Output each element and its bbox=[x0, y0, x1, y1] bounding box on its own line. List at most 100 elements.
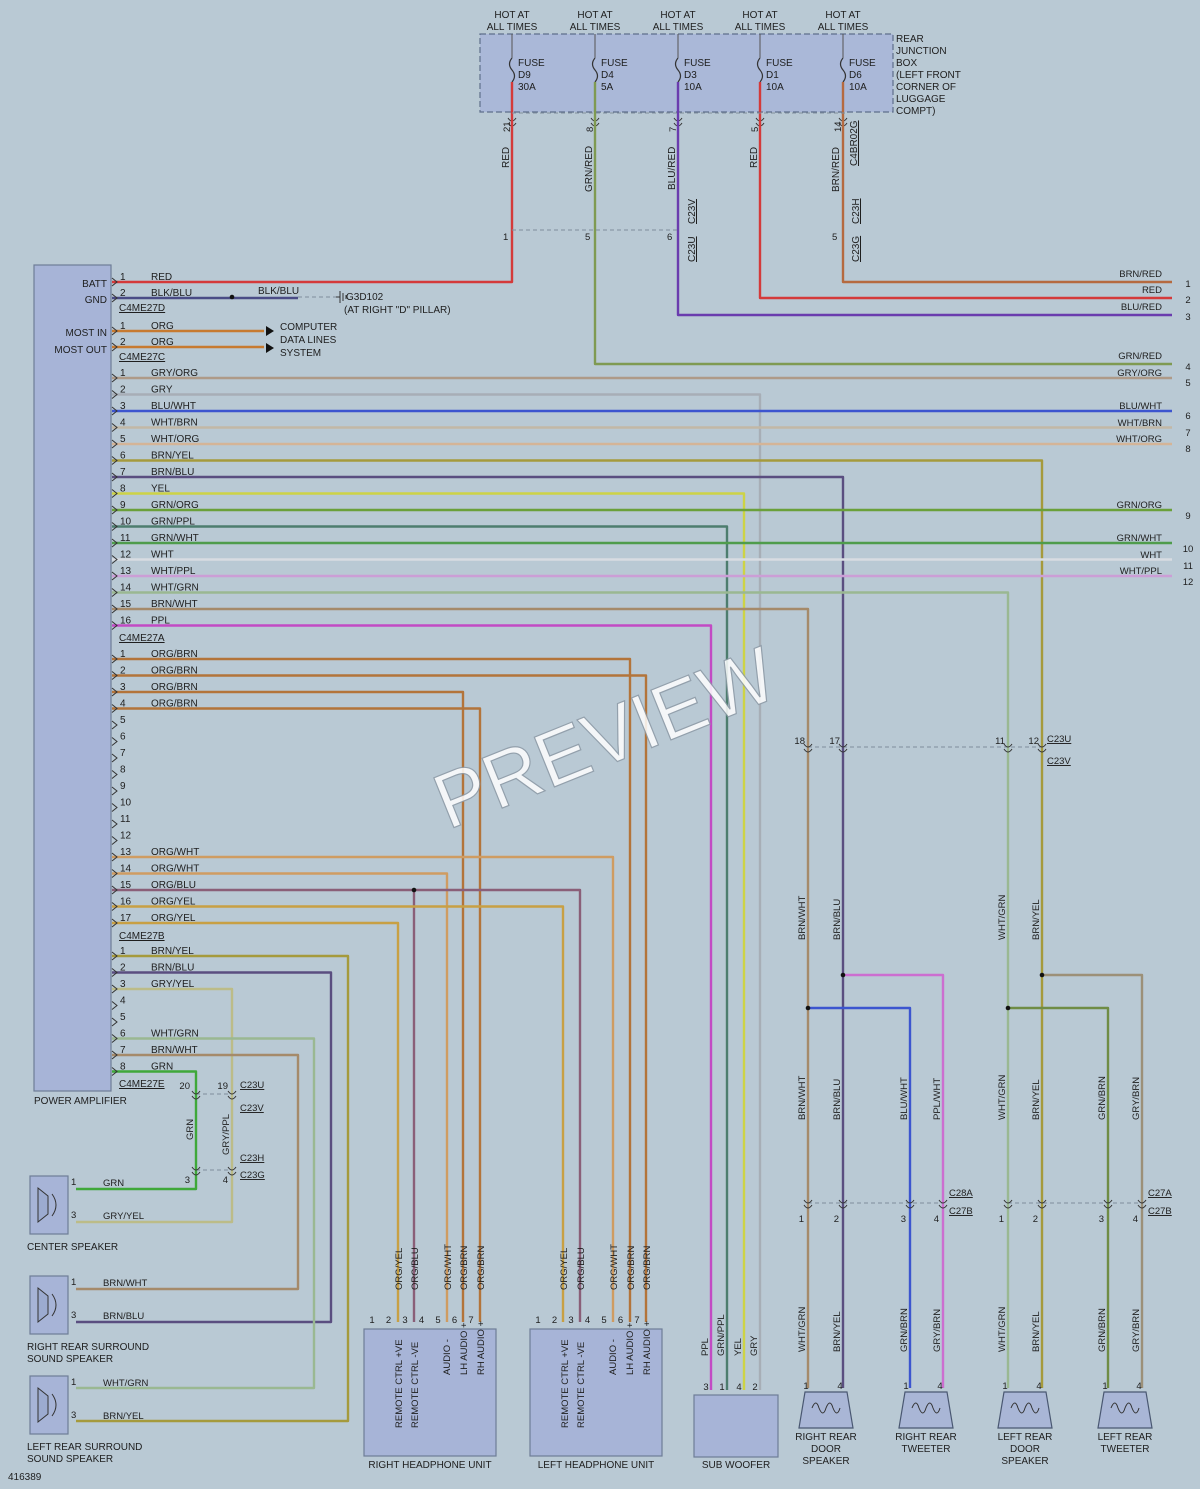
gnd-label: GND bbox=[85, 295, 107, 306]
wire-e8 bbox=[76, 1070, 198, 1191]
c27b-left-label: C27B bbox=[1148, 1206, 1172, 1217]
wire-lt-3 bbox=[1008, 1006, 1110, 1388]
fuse-icon bbox=[508, 57, 516, 83]
c4me27b-pin-10: 10 bbox=[120, 798, 132, 809]
wire-b3 bbox=[112, 690, 465, 1322]
c4me27c-pin-2: 2 bbox=[120, 337, 126, 348]
c4me27a-pin-14: 14 bbox=[120, 583, 132, 594]
pin-chevron-icon bbox=[111, 968, 118, 977]
pin-chevron-icon bbox=[111, 588, 118, 597]
hot-label-D3: HOT AT bbox=[660, 10, 695, 21]
pin-chevron-icon bbox=[111, 489, 118, 498]
c4me27b-pin-11: 11 bbox=[120, 814, 131, 825]
arrow-right-icon bbox=[266, 343, 274, 353]
edge-wire-11: WHT bbox=[1140, 550, 1162, 561]
right_door-pin-1: 1 bbox=[803, 1381, 808, 1392]
right-headphone-fn-2: AUDIO - bbox=[442, 1339, 453, 1375]
speaker-coil-icon bbox=[51, 1293, 57, 1317]
power-amplifier-box bbox=[33, 264, 112, 1092]
c4me27b-pin-15: 15 bbox=[120, 880, 132, 891]
fuse-amp-D9: 30A bbox=[518, 82, 536, 93]
fuse-amp-D1: 10A bbox=[766, 82, 784, 93]
right_tweeter-speaker-label-1: TWEETER bbox=[902, 1444, 951, 1455]
vlabel-mid-6: GRN/BRN bbox=[1097, 1076, 1108, 1120]
subwoofer-label: SUB WOOFER bbox=[702, 1460, 770, 1471]
hot-sub-label-D4: ALL TIMES bbox=[570, 22, 621, 33]
pin-chevron-icon bbox=[111, 1067, 118, 1076]
c4me27a-pin-10: 10 bbox=[120, 517, 132, 528]
c4me27b-wire-14: ORG/WHT bbox=[151, 864, 199, 875]
fuse-d1-wire: RED bbox=[749, 147, 760, 168]
c4me27b-pin-13: 13 bbox=[120, 847, 132, 858]
right_tweeter-speaker-label-0: RIGHT REAR bbox=[895, 1432, 957, 1443]
edge-num-10: 10 bbox=[1183, 544, 1194, 555]
c4me27a-pin-9: 9 bbox=[120, 500, 126, 511]
vlabel-lower-4: WHT/GRN bbox=[997, 1306, 1008, 1352]
right-headphone-pin-3: 3 bbox=[402, 1315, 407, 1326]
c4me27e-pin-6: 6 bbox=[120, 1029, 126, 1040]
connector-c4me27a: C4ME27A bbox=[119, 633, 165, 644]
edge-wire-9: GRN/ORG bbox=[1117, 500, 1162, 511]
batt-label: BATT bbox=[82, 279, 107, 290]
c4me27b-pin-1: 1 bbox=[120, 649, 126, 660]
c4me27a-wire-5: WHT/ORG bbox=[151, 434, 200, 445]
right_door-speaker-label-0: RIGHT REAR bbox=[795, 1432, 857, 1443]
fuse-id-D1: D1 bbox=[766, 70, 779, 81]
pin-chevron-icon bbox=[111, 704, 118, 713]
hot-label-D4: HOT AT bbox=[577, 10, 612, 21]
right_door-pin-4: 4 bbox=[837, 1381, 842, 1392]
right-headphone-fn-3: LH AUDIO + bbox=[459, 1322, 470, 1375]
connector-chevron-icon bbox=[838, 1199, 848, 1209]
speaker-icon bbox=[37, 1286, 49, 1324]
connector-chevron-icon bbox=[227, 1090, 237, 1100]
right_door-speaker-box bbox=[798, 1391, 854, 1429]
edge-wire-8: WHT/ORG bbox=[1116, 434, 1162, 445]
left_surround-pin-3: 3 bbox=[71, 1410, 76, 1421]
c4me27a-wire-14: WHT/GRN bbox=[151, 583, 199, 594]
fuse-label-D6: FUSE bbox=[849, 58, 876, 69]
c4me27c-wire-2: ORG bbox=[151, 337, 174, 348]
c4me27e-pin-1: 1 bbox=[120, 946, 126, 957]
left_door-speaker-box bbox=[997, 1391, 1053, 1429]
right-headphone-wire-3: ORG/BRN bbox=[459, 1246, 470, 1290]
wire-b17 bbox=[112, 921, 400, 1322]
pin-chevron-icon bbox=[111, 737, 118, 746]
left_door-speaker-label-2: SPEAKER bbox=[1001, 1456, 1048, 1467]
c4me27a-pin-2: 2 bbox=[120, 385, 126, 396]
edge-wire-2: RED bbox=[1142, 285, 1162, 296]
c4me27e-pin-2: 2 bbox=[120, 963, 126, 974]
wire-b14 bbox=[112, 872, 449, 1322]
c23-left-pin-19: 19 bbox=[217, 1081, 228, 1092]
door-pin-1: 2 bbox=[834, 1214, 839, 1225]
most-label-2: DATA LINES bbox=[280, 335, 337, 346]
c4me27b-pin-6: 6 bbox=[120, 732, 126, 743]
ground-symbol-icon bbox=[336, 291, 347, 303]
fuse-d6-wire: BRN/RED bbox=[831, 147, 842, 192]
pin-chevron-icon bbox=[111, 555, 118, 564]
pin-chevron-icon bbox=[111, 522, 118, 531]
pin-chevron-icon bbox=[111, 984, 118, 994]
door-pin-5: 2 bbox=[1033, 1214, 1038, 1225]
c4me27b-pin-8: 8 bbox=[120, 765, 126, 776]
c4me27a-wire-3: BLU/WHT bbox=[151, 401, 196, 412]
left_door-speaker-label-0: LEFT REAR bbox=[998, 1432, 1053, 1443]
c4me27b-pin-12: 12 bbox=[120, 831, 132, 842]
c4me27b-pin-3: 3 bbox=[120, 682, 126, 693]
edge-wire-5: GRY/ORG bbox=[1117, 368, 1162, 379]
connector-chevron-icon bbox=[905, 1199, 915, 1209]
c23h-top-label: C23H bbox=[851, 198, 862, 224]
wire-a8-sub bbox=[112, 492, 746, 1390]
vlabel-lower-5: BRN/YEL bbox=[1031, 1311, 1042, 1352]
speaker-coil-icon bbox=[911, 1402, 941, 1414]
c4me27a-pin-1: 1 bbox=[120, 368, 126, 379]
fuse-d3-wire: BLU/RED bbox=[667, 147, 678, 190]
hot-sub-label-D9: ALL TIMES bbox=[487, 22, 538, 33]
left-headphone-pin-1: 1 bbox=[535, 1315, 540, 1326]
right_surround-wire-3: BRN/BLU bbox=[103, 1311, 144, 1322]
ground-wire-label: BLK/BLU bbox=[258, 286, 299, 297]
splice-dot bbox=[1039, 972, 1045, 978]
right-headphone-pin-5: 5 bbox=[435, 1315, 440, 1326]
c4me27e-wire-7: BRN/WHT bbox=[151, 1045, 198, 1056]
junction-box-label-5: CORNER OF bbox=[896, 82, 956, 93]
